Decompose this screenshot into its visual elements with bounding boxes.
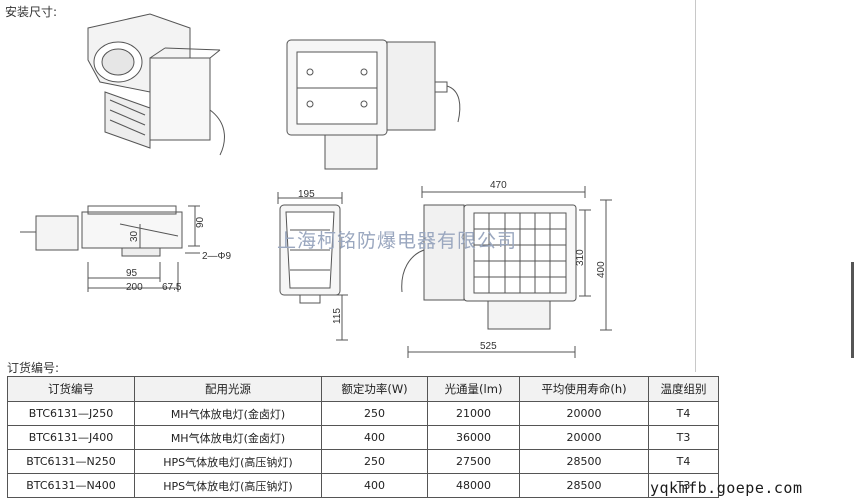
cell-flux: 27500 <box>427 449 520 474</box>
dim-side-mount: 30 <box>129 230 140 242</box>
company-watermark: 上海柯铭防爆电器有限公司 <box>277 230 518 252</box>
scrollbar-edge <box>851 262 854 358</box>
cell-temp-class: T3 <box>648 425 719 450</box>
dim-hole: 2—Φ9 <box>202 251 232 262</box>
divider-line <box>695 0 696 372</box>
cell-order-no: BTC6131—J400 <box>7 425 135 450</box>
table-row: BTC6131—N250 HPS气体放电灯(高压钠灯) 250 27500 28… <box>7 449 719 474</box>
cell-power: 400 <box>321 425 428 450</box>
header-light-source: 配用光源 <box>134 376 322 402</box>
cell-flux: 21000 <box>427 401 520 426</box>
cell-temp-class: T3 <box>648 473 719 498</box>
dim-front-width: 195 <box>298 189 315 200</box>
cell-order-no: BTC6131—N400 <box>7 473 135 498</box>
cell-lifetime: 28500 <box>519 473 649 498</box>
dim-right-height2: 400 <box>596 261 607 278</box>
dim-side-mid: 95 <box>126 268 138 279</box>
cell-temp-class: T4 <box>648 401 719 426</box>
cell-light-source: HPS气体放电灯(高压钠灯) <box>134 449 322 474</box>
front-view-lamp <box>277 192 348 341</box>
cell-lifetime: 28500 <box>519 449 649 474</box>
header-temp-class: 温度组别 <box>648 376 719 402</box>
dim-bottom-width: 525 <box>480 341 497 352</box>
header-lifetime: 平均使用寿命(h) <box>519 376 649 402</box>
cell-flux: 48000 <box>427 473 520 498</box>
header-power: 额定功率(W) <box>321 376 428 402</box>
cell-light-source: MH气体放电灯(金卤灯) <box>134 425 322 450</box>
cell-power: 400 <box>321 473 428 498</box>
site-url-watermark: yqkmfb.goepe.com <box>650 479 803 497</box>
dim-top-width: 470 <box>490 180 507 191</box>
cell-power: 250 <box>321 449 428 474</box>
cell-order-no: BTC6131—J250 <box>7 401 135 426</box>
iso-view-lamp <box>87 13 225 156</box>
side-view-lamp <box>20 205 200 292</box>
header-flux: 光通量(lm) <box>427 376 520 402</box>
grille-view-lamp <box>401 186 612 358</box>
table-header-row: 订货编号 配用光源 额定功率(W) 光通量(lm) 平均使用寿命(h) 温度组别 <box>7 376 719 402</box>
table-row: BTC6131—N400 HPS气体放电灯(高压钠灯) 400 48000 28… <box>7 473 719 498</box>
dim-front-bottom: 115 <box>332 308 343 324</box>
cell-light-source: HPS气体放电灯(高压钠灯) <box>134 473 322 498</box>
order-table: 订货编号 配用光源 额定功率(W) 光通量(lm) 平均使用寿命(h) 温度组别… <box>7 376 719 498</box>
cell-order-no: BTC6131—N250 <box>7 449 135 474</box>
cell-power: 250 <box>321 401 428 426</box>
header-order-no: 订货编号 <box>7 376 135 402</box>
cell-lifetime: 20000 <box>519 425 649 450</box>
dim-right-height1: 310 <box>575 249 586 266</box>
dim-side-width: 200 <box>126 282 143 293</box>
dim-side-height: 90 <box>195 216 206 228</box>
order-number-title: 订货编号: <box>7 361 60 375</box>
dim-side-offset: 67.5 <box>162 282 182 293</box>
technical-drawing: 90 30 95 200 67.5 2—Φ9 195 115 470 310 4… <box>20 13 612 358</box>
cell-light-source: MH气体放电灯(金卤灯) <box>134 401 322 426</box>
top-view-lamp <box>286 39 461 170</box>
install-size-title: 安装尺寸: <box>5 5 58 19</box>
cell-temp-class: T4 <box>648 449 719 474</box>
table-row: BTC6131—J400 MH气体放电灯(金卤灯) 400 36000 2000… <box>7 425 719 450</box>
cell-flux: 36000 <box>427 425 520 450</box>
cell-lifetime: 20000 <box>519 401 649 426</box>
table-row: BTC6131—J250 MH气体放电灯(金卤灯) 250 21000 2000… <box>7 401 719 426</box>
